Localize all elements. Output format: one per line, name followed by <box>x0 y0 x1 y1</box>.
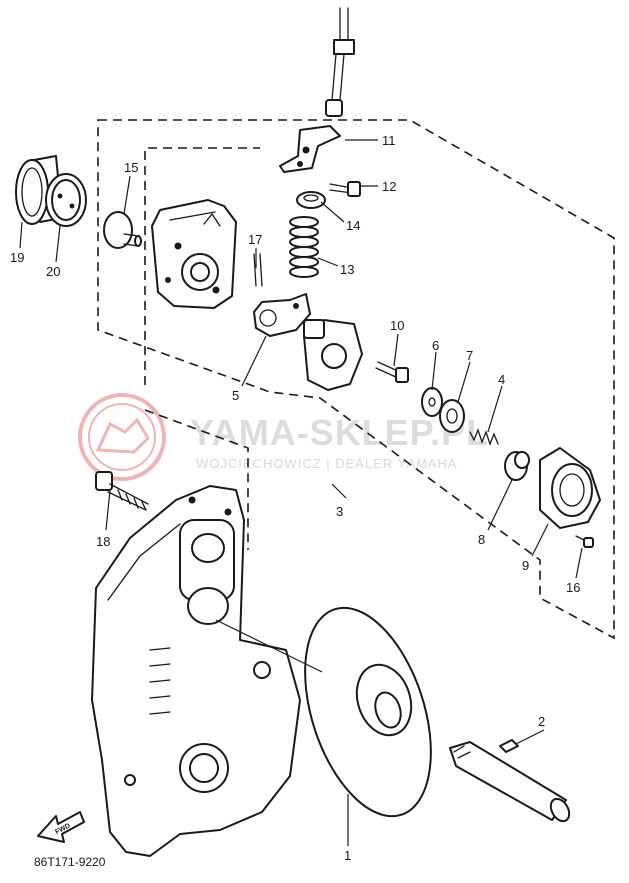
control-cable <box>325 7 355 117</box>
crankcase <box>91 485 301 857</box>
pulley-sheave-part-1 <box>304 606 432 818</box>
assembly-boundary <box>97 119 615 640</box>
bolt-part-12 <box>329 181 361 197</box>
callout-4: 4 <box>498 372 505 387</box>
callout-9: 9 <box>522 558 529 573</box>
callout-8: 8 <box>478 532 485 547</box>
bolt-part-10 <box>375 361 409 383</box>
callout-2: 2 <box>538 714 545 729</box>
callout-18: 18 <box>96 534 110 549</box>
end-cover-part-9 <box>539 447 601 529</box>
callout-17: 17 <box>248 232 262 247</box>
callout-6: 6 <box>432 338 439 353</box>
callout-11: 11 <box>382 133 396 148</box>
spring-seat-part-14 <box>296 191 326 209</box>
collar-part-20 <box>45 173 87 227</box>
callout-16: 16 <box>566 580 580 595</box>
callout-labels: 1 2 3 4 5 6 7 8 9 10 11 12 13 14 15 16 1… <box>10 133 580 863</box>
washer-part-6 <box>421 387 443 417</box>
callout-7: 7 <box>466 348 473 363</box>
callout-14: 14 <box>346 218 360 233</box>
shaft <box>449 741 571 823</box>
leader-lines <box>19 139 583 846</box>
callout-1: 1 <box>344 848 351 863</box>
screw-part-16 <box>575 535 594 548</box>
callout-12: 12 <box>382 179 396 194</box>
callout-19: 19 <box>10 250 24 265</box>
cover-plate <box>303 319 363 391</box>
bracket-part-11 <box>279 125 341 173</box>
watermark-title: YAMA-SKLEP.PL <box>190 412 489 453</box>
callout-3: 3 <box>336 504 343 519</box>
retainer-part-7 <box>439 399 465 433</box>
diagram-code: 86T171-9220 <box>34 855 106 869</box>
callout-5: 5 <box>232 388 239 403</box>
pin-part-15 <box>103 211 142 249</box>
fwd-arrow: FWD <box>37 811 85 843</box>
callout-13: 13 <box>340 262 354 277</box>
watermark: YAMA-SKLEP.PL WOJCIECHOWICZ | DEALER YAM… <box>78 393 489 481</box>
plunger-part-8 <box>504 451 530 481</box>
lever-shaft-part-5 <box>253 293 311 337</box>
housing <box>151 199 237 309</box>
callout-15: 15 <box>124 160 138 175</box>
watermark-subtitle: WOJCIECHOWICZ | DEALER YAMAHA <box>196 456 458 471</box>
callout-20: 20 <box>46 264 60 279</box>
dowel-pin-part-17 <box>253 253 263 287</box>
bolt-part-18 <box>95 471 149 511</box>
spring-part-13 <box>289 216 319 278</box>
callout-10: 10 <box>390 318 404 333</box>
key-part-2 <box>499 739 519 753</box>
spring-part-4 <box>469 428 499 446</box>
watermark-logo <box>78 393 166 481</box>
